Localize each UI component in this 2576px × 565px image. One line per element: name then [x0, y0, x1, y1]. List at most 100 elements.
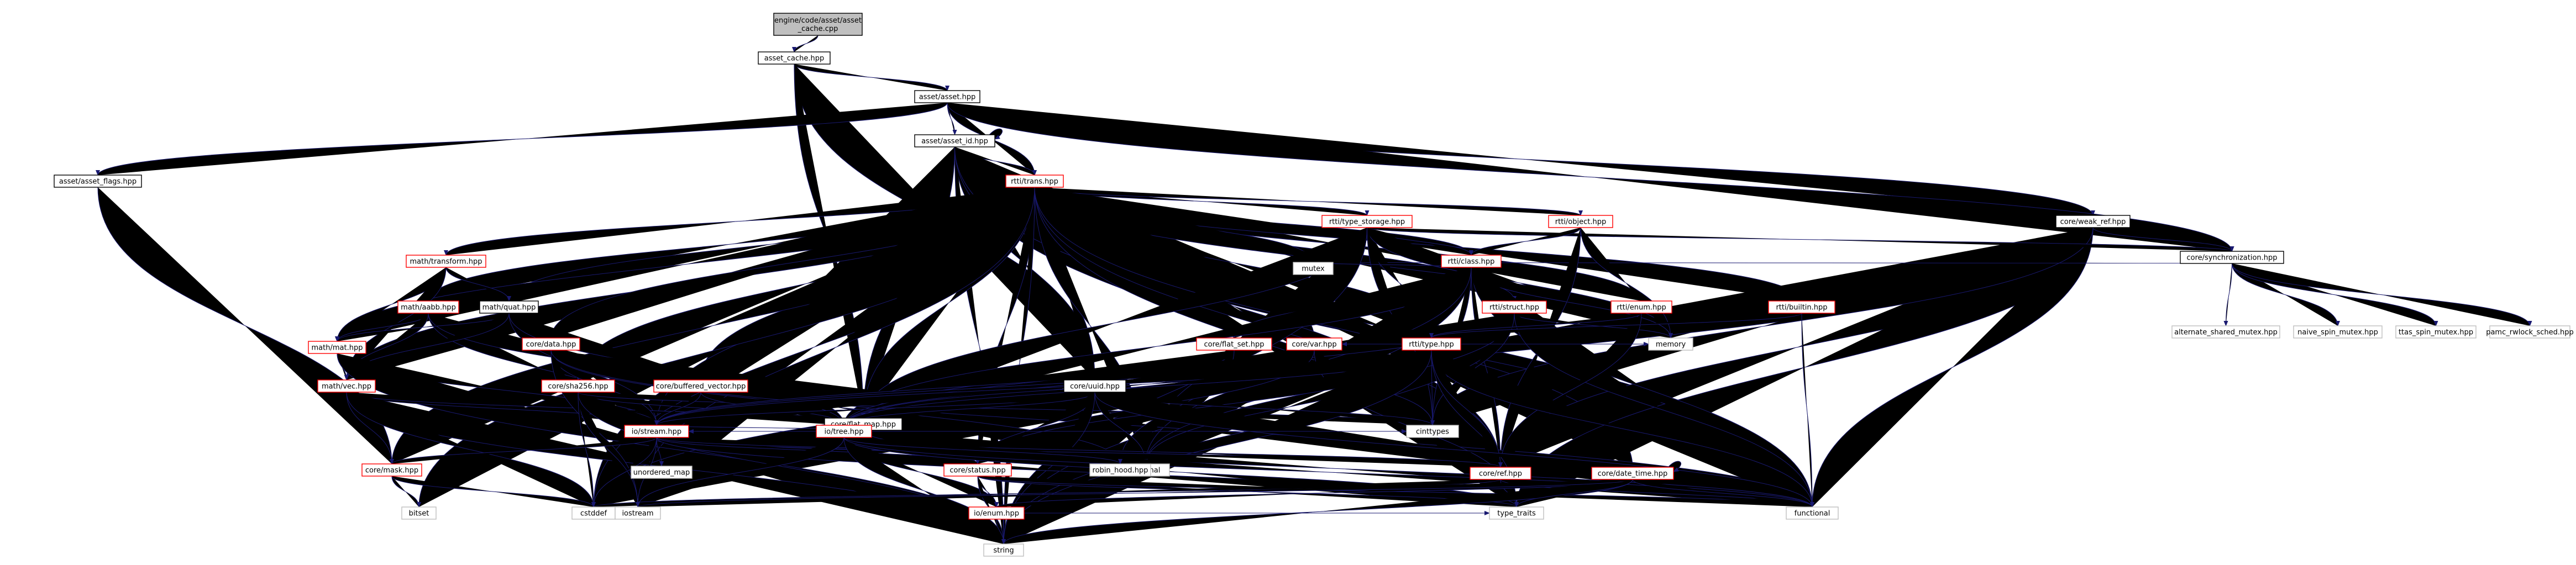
node-root[interactable]: engine/code/asset/asset_cache.cpp [773, 13, 863, 36]
node-math-aabb[interactable]: math/aabb.hpp [397, 300, 459, 314]
node-label: rtti/object.hpp [1555, 218, 1606, 226]
node-layer: engine/code/asset/asset_cache.cpp asset_c… [54, 13, 2574, 557]
edge-weak-ref-to-functional [1810, 227, 2094, 508]
node-rtti-type[interactable]: rtti/type.hpp [1402, 337, 1461, 351]
edge-io-tree-to-robin-hood [843, 437, 1122, 464]
node-label: math/aabb.hpp [401, 304, 456, 312]
node-type-storage[interactable]: rtti/type_storage.hpp [1321, 215, 1413, 228]
node-string: string [983, 543, 1024, 557]
edge-rtti-type-to-cinttypes [1430, 350, 1435, 426]
node-core-date-time[interactable]: core/date_time.hpp [1591, 467, 1674, 480]
node-box [479, 300, 539, 314]
node-core-sha256[interactable]: core/sha256.hpp [541, 379, 615, 393]
node-core-var[interactable]: core/var.hpp [1286, 337, 1342, 351]
edge-core-mask-to-bitset [391, 476, 421, 508]
node-box [1063, 379, 1126, 393]
node-buffered-vector[interactable]: core/buffered_vector.hpp [653, 379, 748, 393]
edge-rtti-class-to-core-ref [1471, 267, 1503, 468]
node-box [968, 506, 1025, 520]
node-label: core/data.hpp [526, 341, 576, 349]
edge-io-stream-to-cstddef [591, 437, 657, 508]
node-math-quat[interactable]: math/quat.hpp [479, 300, 539, 314]
node-box [2055, 215, 2131, 228]
node-label: type_traits [1497, 510, 1536, 518]
edge-rtti-type-to-core-ref [1431, 350, 1503, 468]
node-label: math/quat.hpp [482, 304, 536, 312]
edge-core-date-time-to-functional [1632, 479, 1814, 508]
edge-io-tree-to-iostream [636, 437, 844, 508]
node-math-mat[interactable]: math/mat.hpp [308, 341, 366, 354]
node-functional: functional [1786, 506, 1839, 520]
node-weak-ref[interactable]: core/weak_ref.hpp [2055, 215, 2131, 228]
node-label: pamc_rwlock_sched.hpp [2486, 329, 2574, 337]
node-asset-id[interactable]: asset/asset_id.hpp [914, 134, 995, 147]
node-rtti-object[interactable]: rtti/object.hpp [1548, 215, 1613, 228]
edge-core-uuid-to-optional [1094, 392, 1148, 464]
edge-weak-ref-to-sync [2092, 227, 2234, 252]
node-math-vec[interactable]: math/vec.hpp [317, 379, 376, 393]
node-rtti-enum[interactable]: rtti/enum.hpp [1610, 300, 1672, 314]
edge-math-vec-to-cstddef [346, 392, 596, 508]
node-box [773, 13, 863, 36]
node-box [1286, 337, 1342, 351]
node-cstddef: cstddef [571, 506, 616, 520]
node-box [54, 175, 142, 188]
node-rtti-builtin[interactable]: rtti/builtin.hpp [1768, 300, 1835, 314]
node-core-data[interactable]: core/data.hpp [522, 337, 580, 351]
node-flat-set[interactable]: core/flat_set.hpp [1196, 337, 1272, 351]
node-io-enum[interactable]: io/enum.hpp [968, 506, 1025, 520]
node-asset-flags[interactable]: asset/asset_flags.hpp [54, 175, 142, 188]
edge-core-date-time-to-string [1001, 479, 1633, 545]
node-rtti-trans[interactable]: rtti/trans.hpp [1005, 175, 1064, 188]
node-box [1293, 262, 1334, 275]
node-asset-asset[interactable]: asset/asset.hpp [914, 90, 980, 103]
node-box [1406, 425, 1459, 438]
node-core-uuid[interactable]: core/uuid.hpp [1063, 379, 1126, 393]
node-box [1005, 175, 1064, 188]
node-box [1768, 300, 1835, 314]
node-label: naive_spin_mutex.hpp [2297, 329, 2378, 337]
edge-sync-to-mutex [1313, 262, 2232, 267]
node-label: rtti/type.hpp [1409, 341, 1454, 349]
edge-io-stream-to-core-mask [390, 437, 657, 464]
node-naive-spin: naive_spin_mutex.hpp [2293, 325, 2383, 339]
node-rtti-struct[interactable]: rtti/struct.hpp [1482, 300, 1547, 314]
node-box [1321, 215, 1413, 228]
node-label: rtti/builtin.hpp [1776, 304, 1827, 312]
node-box [1648, 337, 1693, 351]
node-label: rtti/enum.hpp [1617, 304, 1666, 312]
node-core-status[interactable]: core/status.hpp [943, 463, 1012, 477]
node-asset-cache[interactable]: asset_cache.hpp [758, 51, 831, 65]
node-math-transform[interactable]: math/transform.hpp [406, 255, 486, 268]
edge-rtti-builtin-to-rtti-type [1429, 313, 1802, 339]
node-rtti-class[interactable]: rtti/class.hpp [1441, 255, 1502, 268]
edge-core-date-time-to-type-traits [1514, 479, 1633, 508]
node-label: asset/asset.hpp [919, 93, 975, 102]
edge-core-mask-to-cstddef [391, 476, 596, 508]
node-label: core/uuid.hpp [1070, 383, 1120, 391]
node-label: core/weak_ref.hpp [2060, 218, 2126, 226]
node-sync[interactable]: core/synchronization.hpp [2180, 251, 2284, 264]
node-robin-hood: robin_hood.hpp [1089, 463, 1151, 477]
node-label: rtti/trans.hpp [1011, 178, 1058, 186]
edge-asset-asset-to-asset-flags [96, 102, 948, 176]
node-box [361, 463, 422, 477]
edge-sync-to-alt-mutex [2223, 263, 2232, 326]
node-label: unordered_map [633, 469, 690, 477]
node-box [2171, 325, 2280, 339]
node-box [816, 425, 872, 438]
node-memory: memory [1648, 337, 1693, 351]
node-io-stream[interactable]: io/stream.hpp [624, 425, 689, 438]
node-box [1196, 337, 1272, 351]
node-label: core/var.hpp [1292, 341, 1336, 349]
node-pamc-rwlock: pamc_rwlock_sched.hpp [2486, 325, 2574, 339]
node-io-tree[interactable]: io/tree.hpp [816, 425, 872, 438]
edge-asset-asset-to-sync [947, 102, 2234, 252]
node-box [624, 425, 689, 438]
edge-io-tree-to-string [843, 437, 1006, 545]
node-core-mask[interactable]: core/mask.hpp [361, 463, 422, 477]
node-core-ref[interactable]: core/ref.hpp [1470, 467, 1531, 480]
node-iostream: iostream [615, 506, 661, 520]
node-type-traits: type_traits [1489, 506, 1544, 520]
